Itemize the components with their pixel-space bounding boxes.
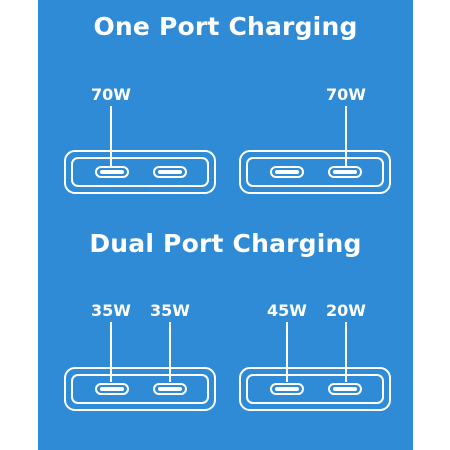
one-port-left-port1-lead-line xyxy=(110,106,112,166)
charger-inner-outline xyxy=(246,157,384,187)
usb-c-port-icon xyxy=(95,383,129,395)
infographic-panel: One Port Charging 70W 70W Dual Port Char… xyxy=(38,0,413,450)
one-port-right-port2-lead-line xyxy=(345,106,347,166)
usb-c-port-icon xyxy=(270,383,304,395)
usb-c-port-icon xyxy=(95,166,129,178)
charger-inner-outline xyxy=(71,157,209,187)
dual-port-right-port2-lead-line xyxy=(345,322,347,382)
dual-port-left-port2-lead-line xyxy=(169,322,171,382)
dual-port-right-port1-lead-line xyxy=(286,322,288,382)
charger-inner-outline xyxy=(246,374,384,404)
usb-c-port-icon xyxy=(153,383,187,395)
dual-port-heading: Dual Port Charging xyxy=(89,229,362,258)
one-port-right-port2-watt-label: 70W xyxy=(326,85,366,104)
dual-port-right-charger xyxy=(239,367,391,411)
dual-port-right-port1-watt-label: 45W xyxy=(267,301,307,320)
usb-c-port-icon xyxy=(328,166,362,178)
dual-port-left-port1-lead-line xyxy=(110,322,112,382)
usb-c-port-icon xyxy=(328,383,362,395)
usb-c-port-icon xyxy=(270,166,304,178)
dual-port-left-port2-watt-label: 35W xyxy=(150,301,190,320)
dual-port-left-port1-watt-label: 35W xyxy=(91,301,131,320)
charger-inner-outline xyxy=(71,374,209,404)
one-port-left-port1-watt-label: 70W xyxy=(91,85,131,104)
dual-port-left-charger xyxy=(64,367,216,411)
one-port-left-charger xyxy=(64,150,216,194)
one-port-heading: One Port Charging xyxy=(93,12,358,41)
usb-c-port-icon xyxy=(153,166,187,178)
dual-port-right-port2-watt-label: 20W xyxy=(326,301,366,320)
one-port-right-charger xyxy=(239,150,391,194)
